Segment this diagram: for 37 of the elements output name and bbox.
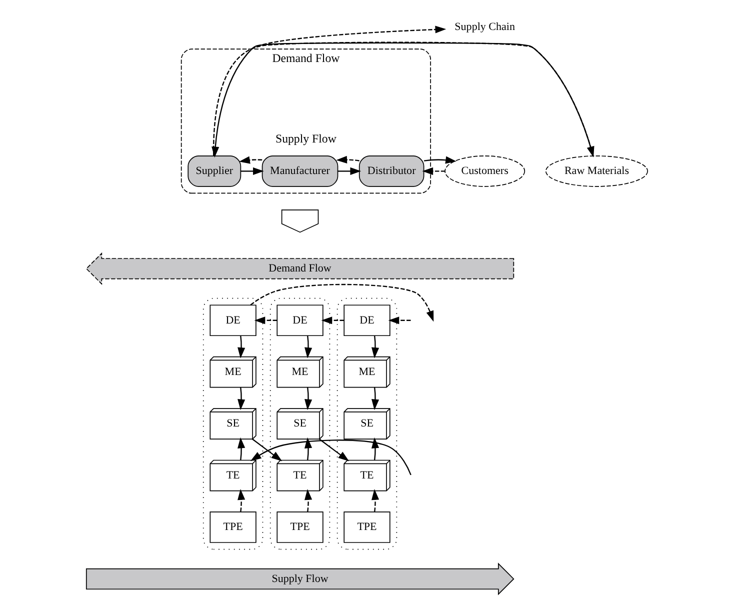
node-box: DE [276,304,323,336]
arrow [237,437,245,460]
arrow [304,489,312,512]
arrow [238,156,262,164]
arrow [320,316,344,324]
node-box: DE [343,304,390,336]
arrow [318,438,349,462]
node-box: TPE [209,512,256,543]
arrow [370,336,379,358]
node-box: TPE [276,512,323,543]
node-arrow [280,210,318,233]
node-box: DE [209,304,256,336]
arrow [237,336,245,358]
arrow [337,167,361,175]
node-box: Supplier [187,155,241,187]
node-box: Distributor [358,155,424,187]
arrow [304,387,312,410]
arrow [304,437,312,460]
arrow [237,489,245,512]
arrow [388,316,410,324]
arrow [240,167,264,175]
arrow [370,387,379,410]
arrow [423,156,456,164]
arrow [336,156,359,164]
node-ellipse: Raw Materials [544,155,648,187]
arrow [252,438,282,462]
arrow [304,336,312,358]
node-text: Supply Chain [454,20,514,33]
arrow [237,387,245,410]
arrow [254,316,277,324]
arrow [422,167,445,175]
arrow [370,437,379,460]
node-box: TPE [343,512,390,543]
arrow [250,284,434,322]
arrow [250,26,446,50]
arrow [370,489,379,512]
node-box: Manufacturer [261,155,338,187]
